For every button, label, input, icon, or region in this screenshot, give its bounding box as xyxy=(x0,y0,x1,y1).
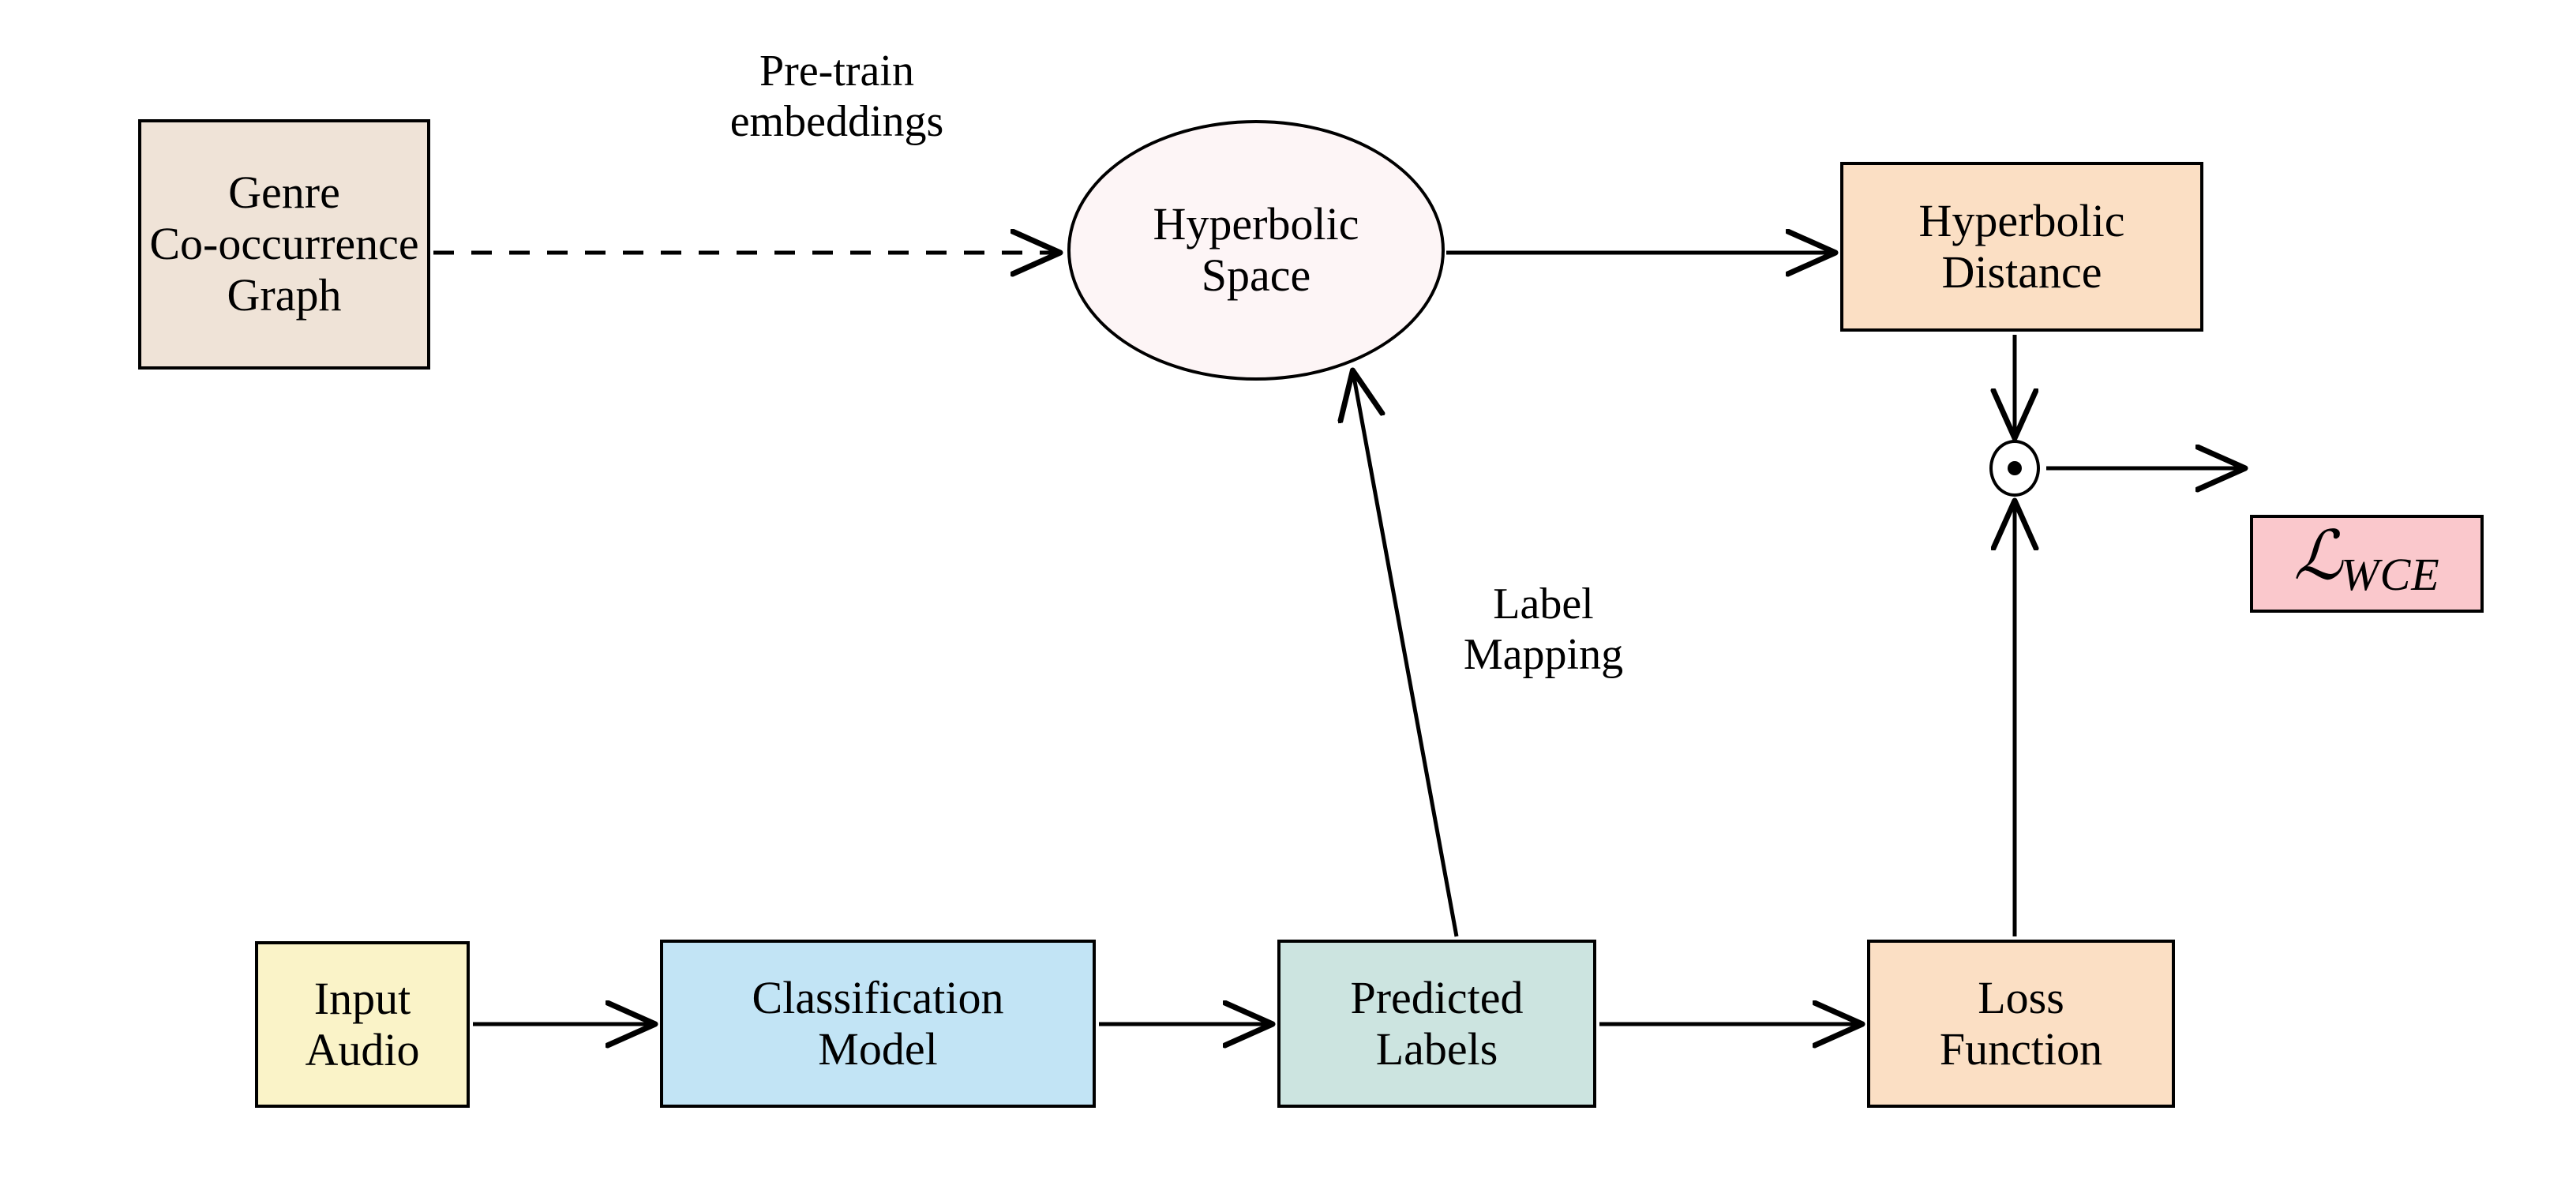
element-wise-product-operator[interactable] xyxy=(1989,440,2040,497)
genre-co-occurrence-graph-line-3: Graph xyxy=(227,268,342,321)
input-audio-line-2: Audio xyxy=(305,1023,420,1075)
genre-co-occurrence-graph-node[interactable]: Genre Co-occurrence Graph xyxy=(138,119,430,370)
loss-symbol: ℒ xyxy=(2293,518,2342,594)
pretrain-embeddings-line-2: embeddings xyxy=(729,96,944,146)
loss-subscript: WCE xyxy=(2341,549,2440,600)
genre-co-occurrence-graph-line-2: Co-occurrence xyxy=(149,218,419,270)
predicted-labels-node[interactable]: Predicted Labels xyxy=(1277,940,1596,1108)
loss-function-line-1: Loss xyxy=(1978,971,2064,1023)
classification-model-line-2: Model xyxy=(818,1023,938,1075)
classification-model-line-1: Classification xyxy=(752,971,1004,1023)
loss-function-line-2: Function xyxy=(1939,1023,2103,1075)
circled-dot-icon xyxy=(2008,461,2022,475)
input-audio-line-1: Input xyxy=(313,972,411,1024)
pretrain-embeddings-label: Pre-train embeddings xyxy=(639,39,1034,154)
label-mapping-line-2: Mapping xyxy=(1463,629,1624,679)
hyperbolic-space-node[interactable]: Hyperbolic Space xyxy=(1067,120,1445,381)
genre-co-occurrence-graph-line-1: Genre xyxy=(228,167,340,219)
predicted-labels-line-1: Predicted xyxy=(1350,971,1524,1023)
classification-model-node[interactable]: Classification Model xyxy=(660,940,1096,1108)
loss-function-node[interactable]: Loss Function xyxy=(1867,940,2175,1108)
hyperbolic-distance-line-1: Hyperbolic xyxy=(1918,194,2125,246)
hyperbolic-distance-line-2: Distance xyxy=(1941,246,2102,298)
hyperbolic-space-line-1: Hyperbolic xyxy=(1153,198,1359,250)
label-mapping-label: Label Mapping xyxy=(1346,572,1741,687)
hyperbolic-space-line-2: Space xyxy=(1201,250,1311,301)
label-mapping-line-1: Label xyxy=(1493,579,1594,629)
pretrain-embeddings-line-1: Pre-train xyxy=(759,46,914,96)
hyperbolic-distance-node[interactable]: Hyperbolic Distance xyxy=(1840,162,2203,332)
wce-loss-node[interactable]: ℒ WCE xyxy=(2250,515,2484,613)
predicted-labels-line-2: Labels xyxy=(1375,1023,1498,1075)
input-audio-node[interactable]: Input Audio xyxy=(255,941,470,1108)
